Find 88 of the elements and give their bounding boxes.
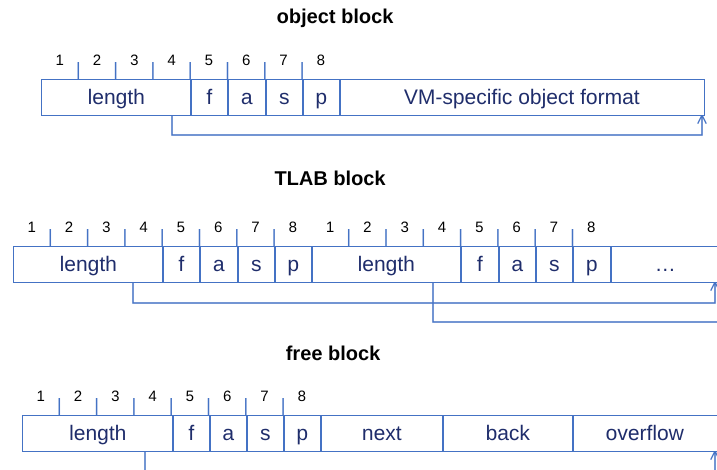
field-cell (339, 79, 704, 116)
byte-number: 3 (111, 388, 120, 405)
field-name: VM-specific object format (404, 86, 640, 110)
field-name: p (586, 252, 598, 276)
field-cell (302, 79, 340, 116)
field-name: s (549, 252, 560, 276)
section-heading: object block (276, 6, 394, 29)
byte-number: 8 (586, 219, 596, 236)
field-name: s (260, 422, 270, 446)
field-cell (172, 415, 210, 452)
field-cell (22, 415, 174, 452)
byte-number: 6 (512, 219, 521, 236)
byte-number: 5 (204, 52, 214, 69)
field-cell (283, 415, 322, 452)
byte-number: 6 (214, 219, 222, 236)
field-cell (572, 246, 612, 283)
byte-number: 5 (176, 219, 186, 236)
field-cell (274, 246, 312, 283)
byte-number: 4 (438, 219, 446, 236)
byte-number: 1 (27, 219, 36, 236)
byte-number: 7 (260, 388, 269, 405)
byte-number: 3 (102, 219, 110, 236)
field-name: length (88, 86, 145, 110)
byte-number: 8 (288, 219, 297, 236)
byte-number: 7 (279, 52, 288, 69)
byte-number: 6 (242, 52, 250, 69)
field-name: f (178, 252, 184, 276)
field-name: f (206, 86, 212, 110)
field-cell (460, 246, 500, 283)
field-name: back (486, 422, 530, 446)
field-cell (265, 79, 304, 116)
byte-number: 8 (316, 52, 325, 69)
byte-number: 1 (326, 219, 334, 236)
field-cell (311, 246, 462, 283)
field-cell (13, 246, 164, 283)
arrow (710, 450, 717, 470)
field-name: f (476, 252, 483, 276)
byte-number: 3 (400, 219, 409, 236)
field-cell (162, 246, 200, 283)
field-name: length (69, 422, 126, 446)
field-cell (535, 246, 574, 283)
field-cell (442, 415, 574, 452)
field-name: s (251, 252, 262, 276)
field-cell (246, 415, 284, 452)
field-cell (610, 246, 717, 283)
arrow (132, 281, 717, 304)
byte-number: 1 (55, 52, 64, 69)
field-cell (199, 246, 238, 283)
field-name: a (222, 422, 234, 446)
field-name: f (188, 422, 194, 446)
byte-number: 4 (139, 219, 148, 236)
byte-number: 8 (298, 388, 306, 405)
byte-number: 4 (167, 52, 176, 69)
byte-number: 4 (148, 388, 157, 405)
field-cell (190, 79, 228, 116)
field-name: p (287, 252, 300, 276)
field-name: a (511, 252, 524, 276)
section-heading: TLAB block (274, 168, 386, 191)
field-cell (41, 79, 192, 116)
field-name: … (654, 252, 676, 276)
field-name: overflow (606, 422, 684, 446)
field-cell (572, 415, 717, 452)
field-name: s (279, 86, 290, 110)
field-cell (209, 415, 248, 452)
field-name: a (212, 252, 225, 276)
byte-number: 5 (475, 219, 484, 236)
byte-number: 5 (186, 388, 194, 405)
field-cell (237, 246, 276, 283)
field-cell (320, 415, 444, 452)
field-cell (498, 246, 536, 283)
section-heading: free block (286, 343, 380, 366)
field-name: next (362, 422, 402, 446)
byte-number: 7 (251, 219, 260, 236)
byte-number: 1 (36, 388, 45, 405)
arrow (171, 114, 708, 136)
byte-number: 2 (92, 52, 102, 69)
byte-number: 2 (74, 388, 82, 405)
byte-number: 2 (363, 219, 372, 236)
field-name: length (60, 252, 117, 276)
field-name: p (296, 422, 308, 446)
field-name: a (240, 86, 253, 110)
byte-number: 3 (130, 52, 138, 69)
byte-number: 7 (550, 219, 558, 236)
byte-number: 6 (222, 388, 232, 405)
field-name: p (315, 86, 328, 110)
field-name: length (358, 252, 415, 276)
byte-number: 2 (64, 219, 74, 236)
field-cell (227, 79, 266, 116)
